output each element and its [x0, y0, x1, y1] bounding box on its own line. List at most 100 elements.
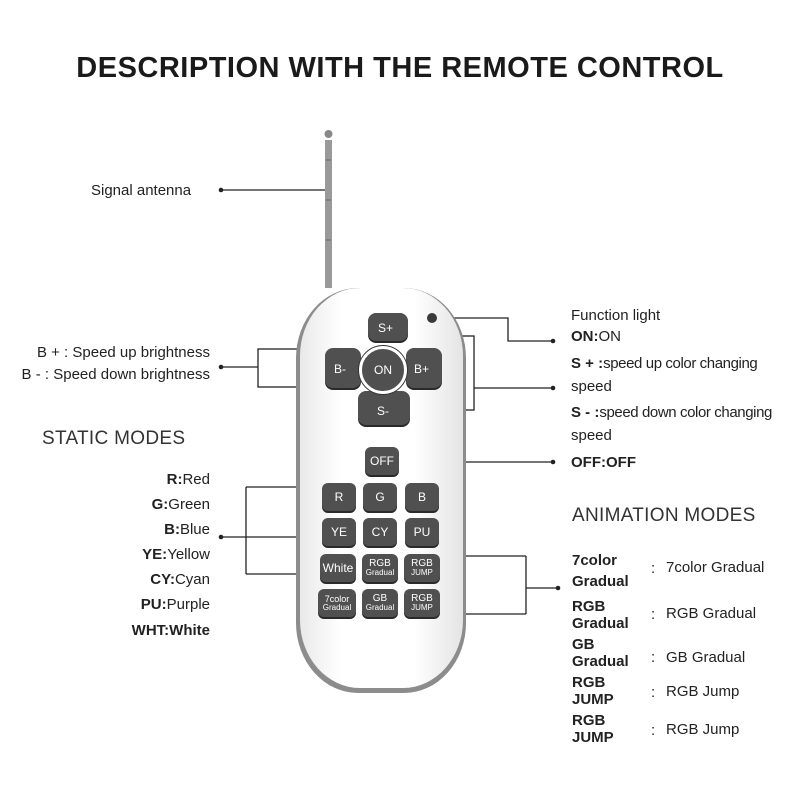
- s-plus-description-cont: speed: [571, 378, 612, 395]
- static-key: YE:: [142, 546, 168, 563]
- on-button[interactable]: ON: [359, 346, 407, 394]
- static-value: Green: [168, 496, 210, 513]
- animation-value-3: GB Gradual: [666, 649, 746, 666]
- blue-label: B: [417, 490, 426, 504]
- cyan-label: CY: [371, 525, 389, 539]
- b-plus-button[interactable]: B+: [406, 348, 442, 388]
- anim-key-line1: RGB: [572, 674, 606, 691]
- s-plus-button[interactable]: S+: [368, 313, 408, 341]
- b-minus-description: B - : Speed down brightness: [21, 366, 210, 383]
- seven-color-gradual-button[interactable]: 7color Gradual: [318, 589, 356, 617]
- static-value: Purple: [166, 596, 210, 613]
- s-minus-key: S - :: [571, 404, 600, 421]
- on-label: ON: [374, 363, 392, 377]
- s-plus-value: speed up color changing: [603, 355, 758, 372]
- anim-key-line2: Gradual: [572, 653, 629, 670]
- gb-gradual-label-2: Gradual: [365, 603, 395, 612]
- rgb-gradual-label-1: RGB: [369, 558, 391, 569]
- purple-button[interactable]: PU: [405, 518, 439, 546]
- animation-value-1: 7color Gradual: [666, 559, 765, 576]
- rgb-jump2-label-2: JUMP: [411, 603, 433, 612]
- static-item-cyan: CY:Cyan: [150, 571, 210, 588]
- yellow-button[interactable]: YE: [322, 518, 356, 546]
- static-value: Yellow: [167, 546, 210, 563]
- off-description: OFF:OFF: [571, 454, 636, 471]
- white-label: White: [322, 561, 354, 575]
- static-key: CY:: [150, 571, 175, 588]
- gb-gradual-button[interactable]: GB Gradual: [362, 589, 398, 617]
- static-key: B:: [164, 521, 180, 538]
- red-label: R: [334, 490, 344, 504]
- animation-modes-heading: ANIMATION MODES: [572, 505, 756, 526]
- on-description: ON:ON: [571, 328, 621, 345]
- function-light-label: Function light: [571, 307, 661, 324]
- rgb-jump-button-2[interactable]: RGB JUMP: [404, 589, 440, 617]
- static-item-blue: B:Blue: [164, 521, 210, 538]
- animation-value-2: RGB Gradual: [666, 605, 757, 622]
- anim-key-line2: JUMP: [572, 691, 614, 708]
- static-item-purple: PU:Purple: [141, 596, 210, 613]
- b-minus-label: B-: [334, 362, 346, 376]
- b-plus-label: B+: [414, 362, 430, 376]
- cyan-button[interactable]: CY: [363, 518, 397, 546]
- static-value: White: [169, 622, 210, 639]
- white-button[interactable]: White: [320, 554, 356, 582]
- anim-key-line1: RGB: [572, 598, 606, 615]
- s-minus-description-cont: speed: [571, 427, 612, 444]
- anim-key-line2: Gradual: [572, 573, 629, 590]
- animation-value-5: RGB Jump: [666, 721, 740, 738]
- green-button[interactable]: G: [363, 483, 397, 511]
- antenna-label: Signal antenna: [91, 182, 192, 199]
- anim-colon: :: [651, 560, 656, 577]
- s-minus-description: S - :speed down color changing: [571, 404, 772, 421]
- static-key: G:: [151, 496, 169, 513]
- page-title: DESCRIPTION WITH THE REMOTE CONTROL: [76, 52, 724, 84]
- rgb-jump-label-1: RGB: [411, 558, 433, 569]
- purple-label: PU: [413, 525, 431, 539]
- gb-gradual-label-1: GB: [372, 593, 388, 604]
- static-key: WHT:: [131, 622, 170, 639]
- s-minus-button[interactable]: S-: [358, 391, 410, 425]
- yellow-label: YE: [330, 525, 347, 539]
- function-light-indicator: [427, 313, 437, 323]
- on-key: ON:: [571, 328, 599, 345]
- green-label: G: [375, 490, 385, 504]
- rgb-jump2-label-1: RGB: [411, 593, 433, 604]
- b-minus-button[interactable]: B-: [325, 348, 361, 388]
- on-value: ON: [598, 328, 622, 345]
- rgb-gradual-button[interactable]: RGB Gradual: [362, 554, 398, 582]
- rgb-jump-button[interactable]: RGB JUMP: [404, 554, 440, 582]
- b-plus-description: B + : Speed up brightness: [36, 344, 210, 361]
- off-button[interactable]: OFF: [365, 447, 399, 475]
- off-label: OFF: [370, 454, 394, 468]
- anim-key-line2: Gradual: [572, 615, 629, 632]
- animation-value-4: RGB Jump: [666, 683, 740, 700]
- s-plus-label: S+: [378, 321, 394, 335]
- static-value: Blue: [179, 521, 210, 538]
- anim-key-line1: RGB: [572, 712, 606, 729]
- static-key: R:: [166, 471, 183, 488]
- static-value: Red: [182, 471, 210, 488]
- static-item-green: G:Green: [152, 496, 210, 513]
- anim-colon: :: [651, 684, 656, 701]
- blue-button[interactable]: B: [405, 483, 439, 511]
- red-button[interactable]: R: [322, 483, 356, 511]
- anim-key-line1: 7color: [572, 552, 618, 569]
- static-value: Cyan: [174, 571, 210, 588]
- s-minus-label: S-: [377, 404, 389, 418]
- seven-color-label-2: Gradual: [322, 602, 352, 612]
- s-plus-description: S + :speed up color changing: [571, 355, 758, 372]
- static-modes-heading: STATIC MODES: [42, 428, 186, 449]
- static-key: PU:: [140, 596, 167, 613]
- static-item-yellow: YE:Yellow: [142, 546, 210, 563]
- anim-key-line1: GB: [572, 636, 595, 653]
- s-minus-value: speed down color changing: [599, 404, 772, 421]
- anim-colon: :: [651, 606, 656, 623]
- s-plus-key: S + :: [571, 355, 604, 372]
- static-item-white: WHT:White: [132, 622, 210, 639]
- static-item-red: R:Red: [167, 471, 210, 488]
- anim-colon: :: [651, 722, 656, 739]
